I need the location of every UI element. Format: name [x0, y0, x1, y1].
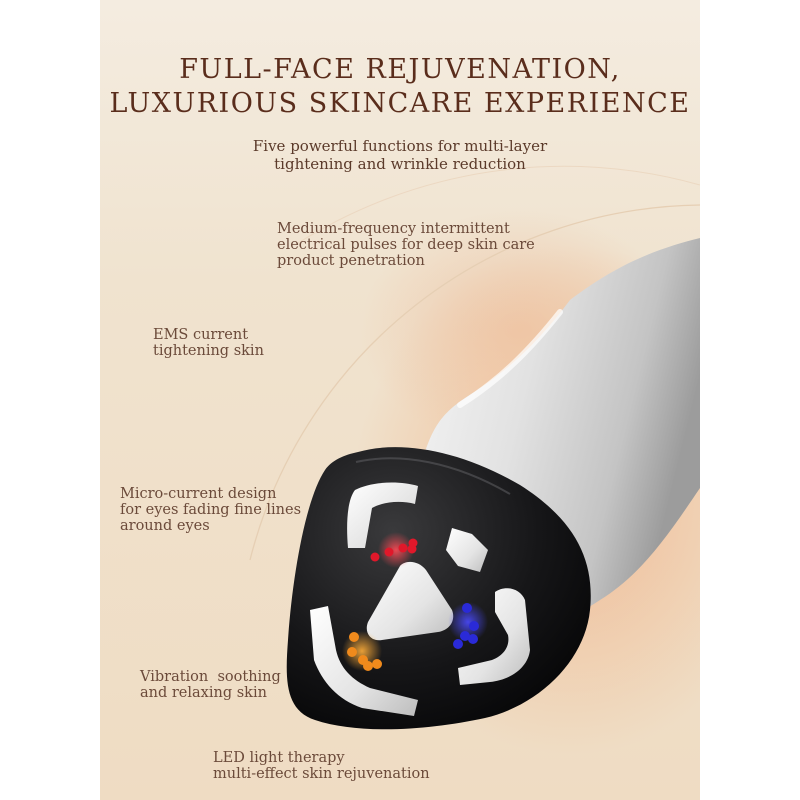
- blue-led-cluster: [448, 602, 488, 649]
- subheadline-line-2: tightening and wrinkle reduction: [274, 155, 526, 173]
- feature-medium-frequency-pulses: Medium-frequency intermittent electrical…: [277, 221, 535, 269]
- decorative-arc-lines: [249, 165, 700, 561]
- feature-micro-current: Micro-current design for eyes fading fin…: [120, 486, 301, 534]
- feature-text-line: product penetration: [277, 253, 425, 269]
- red-led-cluster: [370, 532, 418, 568]
- feature-vibration: Vibration soothing and relaxing skin: [140, 669, 281, 701]
- feature-led-therapy: LED light therapy multi-effect skin reju…: [213, 750, 430, 782]
- electrode-pad-bottom-left: [310, 606, 418, 716]
- feature-text-line: and relaxing skin: [140, 685, 267, 701]
- electrode-pad-center: [366, 561, 454, 641]
- skincare-device-image: [286, 238, 700, 730]
- feature-text-line: EMS current: [153, 327, 249, 343]
- feature-text-line: Vibration soothing: [140, 669, 281, 685]
- headline-line-2: LUXURIOUS SKINCARE EXPERIENCE: [109, 88, 691, 119]
- feature-ems-current: EMS current tightening skin: [153, 327, 264, 359]
- feature-text-line: for eyes fading fine lines: [120, 502, 302, 518]
- feature-text-line: LED light therapy: [213, 750, 345, 766]
- electrode-pad-right: [458, 588, 530, 685]
- feature-text-line: Medium-frequency intermittent: [277, 221, 510, 237]
- feature-text-line: multi-effect skin rejuvenation: [213, 766, 430, 782]
- feature-text-line: Micro-current design: [120, 486, 277, 502]
- electrode-pad-top-left: [347, 482, 418, 548]
- beige-background-panel: FULL-FACE REJUVENATION, LUXURIOUS SKINCA…: [100, 0, 700, 800]
- feature-text-line: tightening skin: [153, 343, 264, 359]
- subheadline-line-1: Five powerful functions for multi-layer: [252, 137, 548, 155]
- electrode-pad-small: [446, 528, 488, 572]
- orange-led-cluster: [342, 631, 382, 671]
- feature-text-line: electrical pulses for deep skin care: [277, 237, 535, 253]
- headline-line-1: FULL-FACE REJUVENATION,: [179, 54, 621, 85]
- feature-text-line: around eyes: [120, 518, 210, 534]
